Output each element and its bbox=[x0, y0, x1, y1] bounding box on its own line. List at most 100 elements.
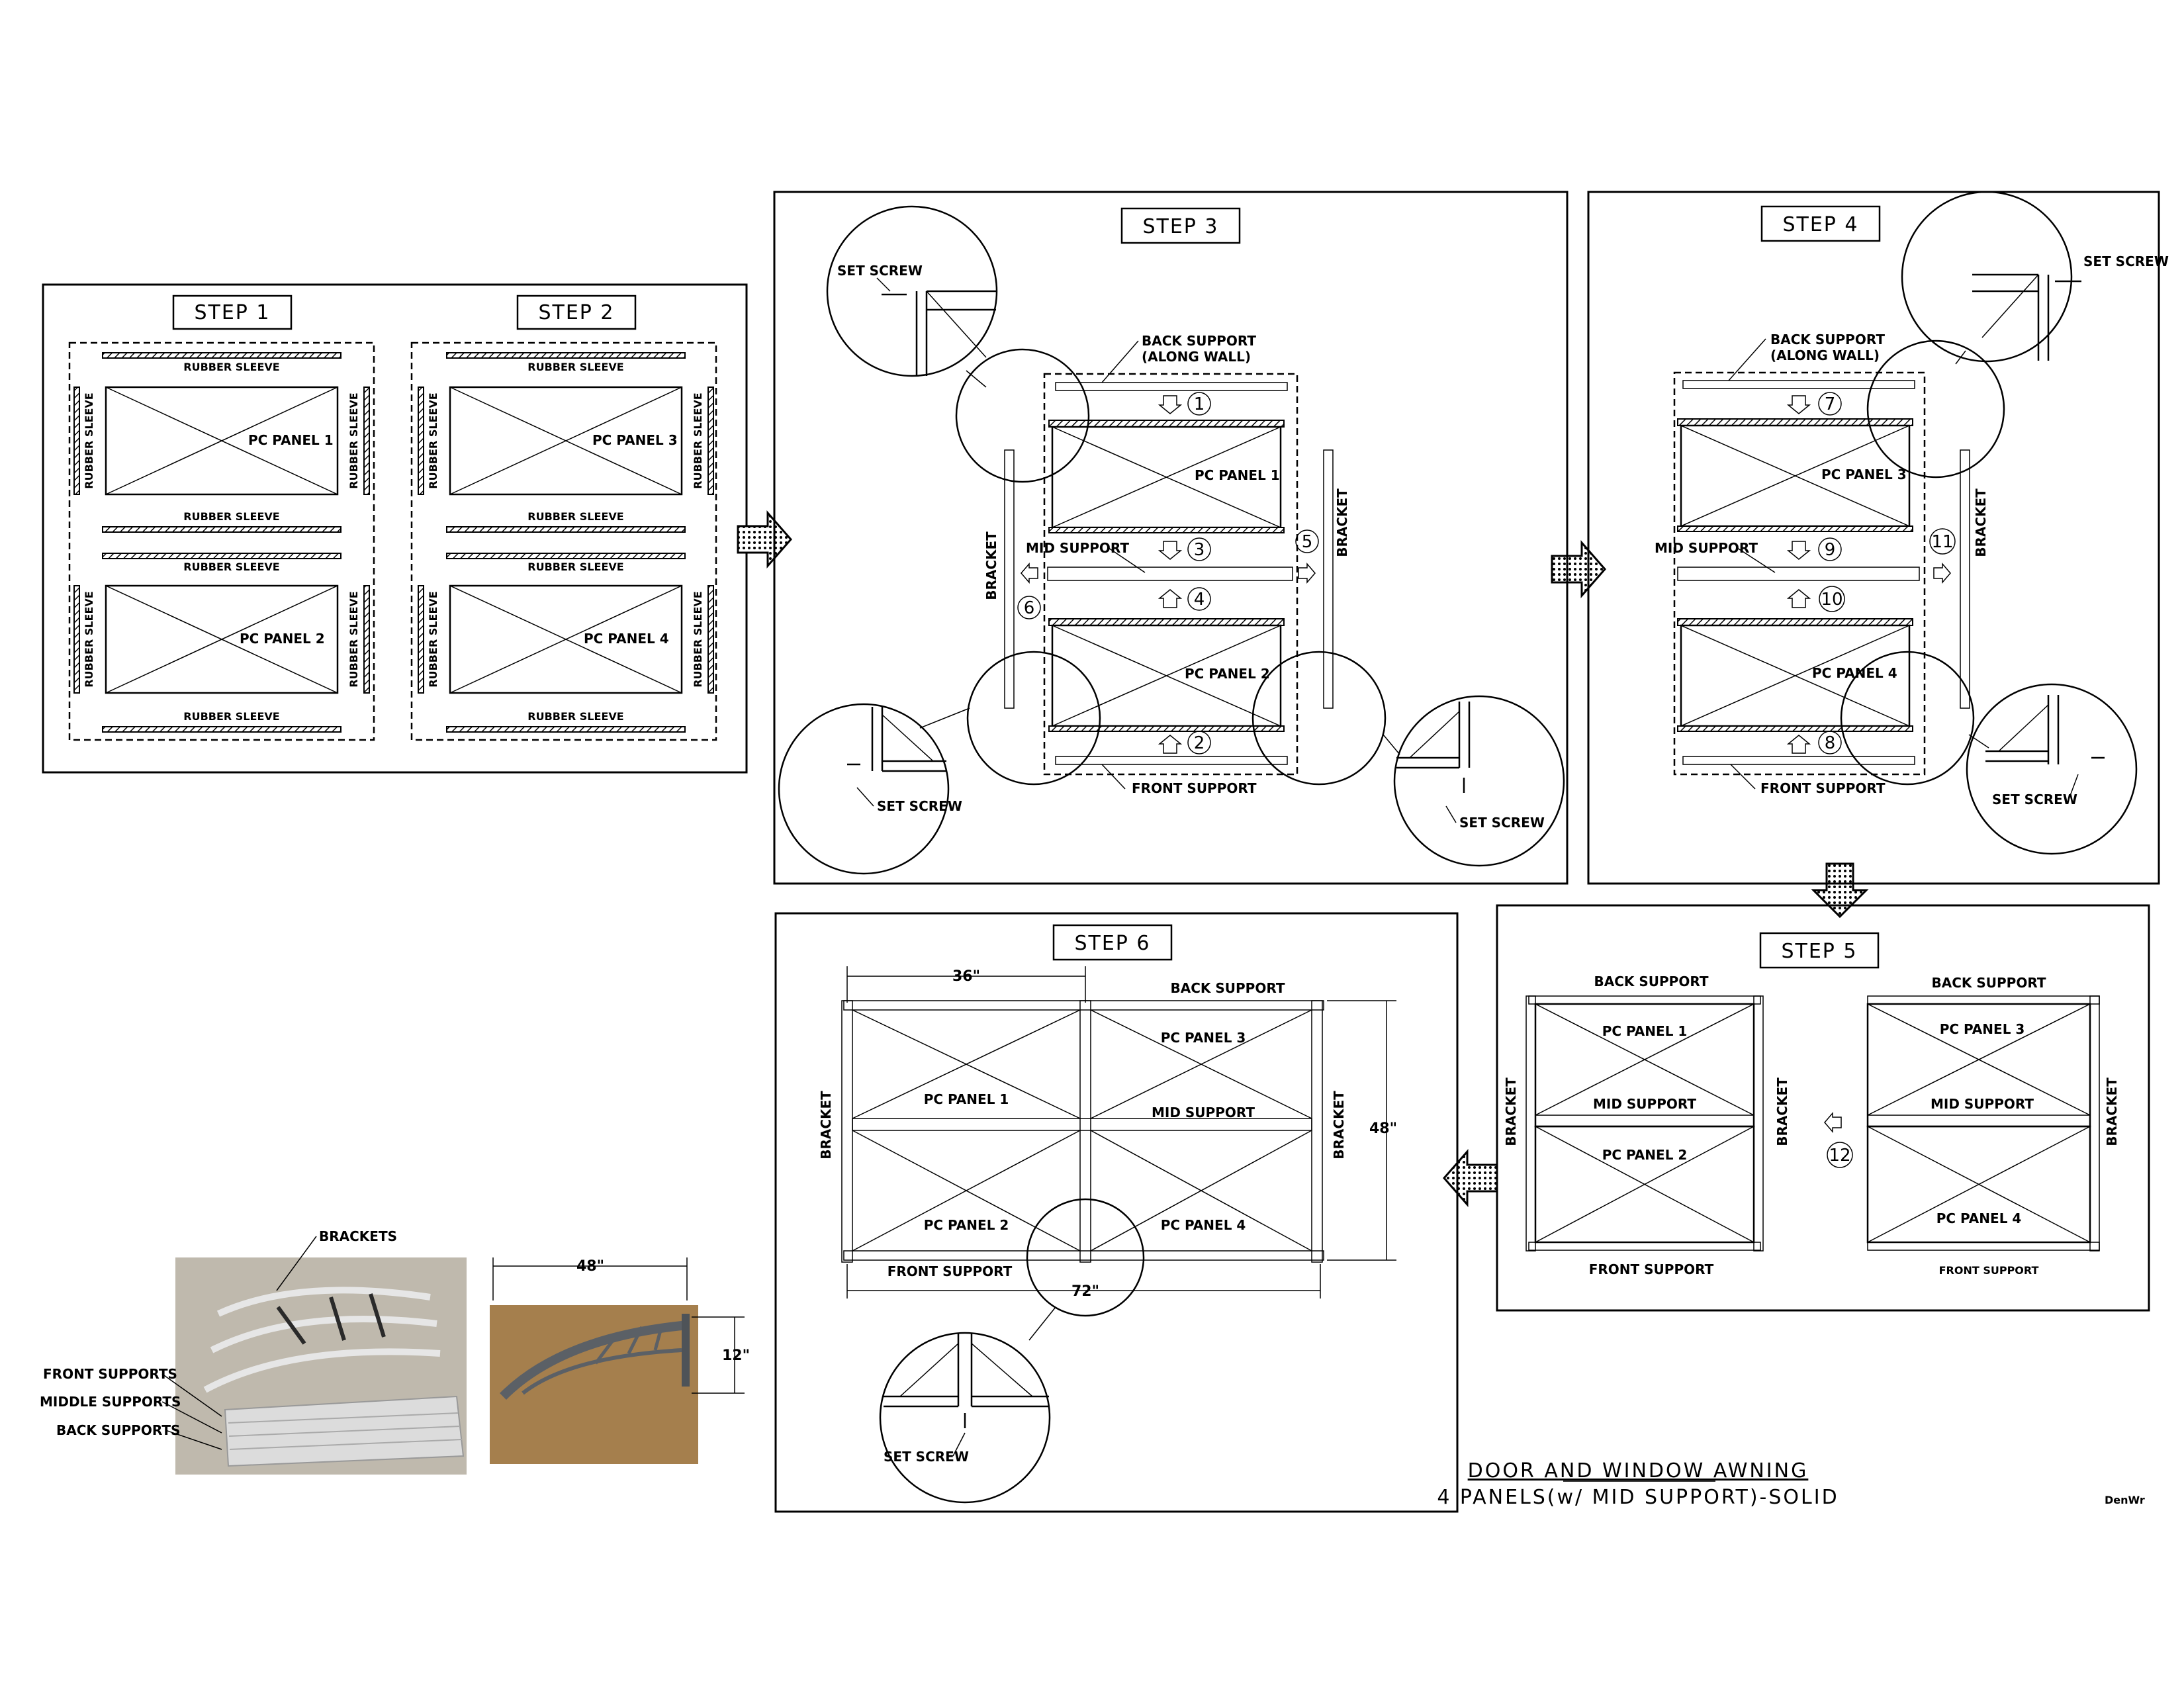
svg-text:1: 1 bbox=[1194, 394, 1205, 414]
step-3-label: STEP 3 bbox=[1142, 215, 1218, 238]
front-supports-label: FRONT SUPPORTS bbox=[43, 1366, 177, 1382]
svg-text:6: 6 bbox=[1024, 598, 1035, 618]
svg-text:SET SCREW: SET SCREW bbox=[2083, 253, 2169, 269]
svg-text:MID SUPPORT: MID SUPPORT bbox=[1152, 1105, 1255, 1120]
profile-photo bbox=[490, 1305, 698, 1464]
svg-text:RUBBER SLEEVE: RUBBER SLEEVE bbox=[83, 591, 95, 687]
svg-text:(ALONG WALL): (ALONG WALL) bbox=[1770, 347, 1880, 363]
step-1-box bbox=[172, 295, 293, 330]
svg-text:BRACKET: BRACKET bbox=[1774, 1077, 1790, 1146]
svg-text:MID SUPPORT: MID SUPPORT bbox=[1931, 1096, 2034, 1112]
svg-text:RUBBER SLEEVE: RUBBER SLEEVE bbox=[347, 392, 360, 488]
step-3-panel: STEP 3 BACK SUPPORT (ALONG WALL) PC PANE… bbox=[773, 191, 1569, 885]
svg-text:PC PANEL 1: PC PANEL 1 bbox=[1195, 467, 1280, 483]
drawing-title: DOOR AND WINDOW AWNING bbox=[1468, 1459, 1809, 1482]
svg-text:BACK SUPPORT: BACK SUPPORT bbox=[1171, 980, 1285, 996]
step-6-panel: STEP 6 36" BACK SUPPORT PC PANEL 1 PC PA… bbox=[774, 912, 1459, 1513]
svg-text:MID SUPPORT: MID SUPPORT bbox=[1026, 540, 1129, 556]
svg-text:MID SUPPORT: MID SUPPORT bbox=[1593, 1096, 1696, 1112]
signature: DenWr bbox=[2105, 1494, 2145, 1506]
svg-text:12: 12 bbox=[1829, 1146, 1850, 1165]
photo-width-dim: 48" bbox=[576, 1258, 604, 1275]
svg-text:PC PANEL 1: PC PANEL 1 bbox=[1602, 1023, 1688, 1039]
svg-text:BRACKET: BRACKET bbox=[2104, 1077, 2120, 1146]
svg-text:RUBBER SLEEVE: RUBBER SLEEVE bbox=[183, 710, 279, 723]
svg-text:BRACKET: BRACKET bbox=[1503, 1077, 1519, 1146]
svg-text:PC PANEL 3: PC PANEL 3 bbox=[1821, 467, 1907, 482]
step-4-panel: STEP 4 BACK SUPPORT (ALONG WALL) PC PANE… bbox=[1587, 191, 2169, 885]
svg-text:RUBBER SLEEVE: RUBBER SLEEVE bbox=[347, 591, 360, 687]
svg-text:(ALONG WALL): (ALONG WALL) bbox=[1142, 349, 1251, 365]
flow-arrow-right-icon bbox=[1551, 540, 1606, 598]
svg-text:BACK SUPPORT: BACK SUPPORT bbox=[1770, 332, 1885, 347]
svg-text:PC PANEL 3: PC PANEL 3 bbox=[592, 432, 678, 448]
svg-text:7: 7 bbox=[1825, 394, 1836, 414]
parts-photo bbox=[175, 1257, 467, 1475]
step2-pc-panel-3: RUBBER SLEEVE PC PANEL 3 RUBBER SLEEVE R… bbox=[418, 352, 714, 533]
svg-text:RUBBER SLEEVE: RUBBER SLEEVE bbox=[692, 591, 704, 687]
svg-text:PC PANEL 2: PC PANEL 2 bbox=[240, 631, 325, 647]
svg-text:FRONT SUPPORT: FRONT SUPPORT bbox=[1589, 1261, 1714, 1277]
step-2-label: STEP 2 bbox=[538, 301, 614, 324]
step-6-box bbox=[1052, 924, 1173, 961]
step-1-label: STEP 1 bbox=[194, 301, 270, 324]
svg-text:FRONT SUPPORT: FRONT SUPPORT bbox=[887, 1263, 1013, 1279]
svg-text:SET SCREW: SET SCREW bbox=[884, 1449, 969, 1465]
svg-text:PC PANEL 1: PC PANEL 1 bbox=[924, 1091, 1009, 1107]
svg-text:SET SCREW: SET SCREW bbox=[1459, 815, 1545, 831]
svg-text:PC PANEL 2: PC PANEL 2 bbox=[1185, 666, 1270, 682]
step1-pc-panel-2: RUBBER SLEEVE PC PANEL 2 RUBBER SLEEVE R… bbox=[73, 553, 370, 733]
drawing-subtitle: 4 PANELS(w/ MID SUPPORT)-SOLID bbox=[1437, 1486, 1839, 1509]
svg-text:SET SCREW: SET SCREW bbox=[837, 263, 923, 279]
svg-text:48": 48" bbox=[1369, 1120, 1397, 1137]
step-6-label: STEP 6 bbox=[1074, 932, 1150, 955]
step-4-label: STEP 4 bbox=[1782, 213, 1858, 236]
step-5-box bbox=[1759, 932, 1880, 969]
flow-arrow-down-icon bbox=[1811, 862, 1869, 919]
svg-text:PC PANEL 2: PC PANEL 2 bbox=[924, 1217, 1009, 1233]
svg-text:BRACKET: BRACKET bbox=[818, 1091, 834, 1160]
svg-text:72": 72" bbox=[1071, 1283, 1099, 1300]
svg-text:RUBBER SLEEVE: RUBBER SLEEVE bbox=[527, 361, 623, 373]
svg-text:SET SCREW: SET SCREW bbox=[877, 798, 962, 814]
svg-text:11: 11 bbox=[1931, 532, 1953, 552]
svg-text:FRONT SUPPORT: FRONT SUPPORT bbox=[1132, 780, 1257, 796]
svg-text:RUBBER SLEEVE: RUBBER SLEEVE bbox=[183, 561, 279, 573]
step2-pc-panel-4: RUBBER SLEEVE PC PANEL 4 RUBBER SLEEVE R… bbox=[418, 553, 714, 733]
svg-text:PC PANEL 2: PC PANEL 2 bbox=[1602, 1147, 1688, 1163]
brackets-label: BRACKETS bbox=[319, 1228, 397, 1244]
svg-text:BRACKET: BRACKET bbox=[983, 531, 999, 600]
svg-text:36": 36" bbox=[952, 968, 980, 985]
svg-text:10: 10 bbox=[1821, 590, 1843, 610]
svg-text:RUBBER SLEEVE: RUBBER SLEEVE bbox=[183, 361, 279, 373]
svg-text:FRONT SUPPORT: FRONT SUPPORT bbox=[1939, 1264, 2039, 1277]
step-5-panel: STEP 5 BACK SUPPORT PC PANEL 1 MID SUPPO… bbox=[1496, 904, 2150, 1312]
svg-text:4: 4 bbox=[1194, 590, 1205, 610]
svg-text:8: 8 bbox=[1825, 733, 1836, 753]
svg-text:BACK SUPPORT: BACK SUPPORT bbox=[1594, 974, 1709, 989]
svg-text:PC PANEL 4: PC PANEL 4 bbox=[584, 631, 669, 647]
step-5-label: STEP 5 bbox=[1781, 940, 1857, 963]
svg-text:PC PANEL 3: PC PANEL 3 bbox=[1161, 1030, 1246, 1046]
svg-text:PC PANEL 1: PC PANEL 1 bbox=[248, 432, 334, 448]
step-4-box bbox=[1760, 205, 1881, 242]
svg-text:BRACKET: BRACKET bbox=[1973, 488, 1989, 557]
svg-text:RUBBER SLEEVE: RUBBER SLEEVE bbox=[427, 392, 439, 488]
step-1-2-panel: STEP 1 STEP 2 RUBBER SLEEVE PC PANEL 1 R… bbox=[42, 283, 748, 774]
middle-supports-label: MIDDLE SUPPORTS bbox=[40, 1394, 181, 1410]
svg-text:RUBBER SLEEVE: RUBBER SLEEVE bbox=[183, 510, 279, 523]
flow-arrow-right-icon bbox=[737, 510, 792, 569]
flow-arrow-left-icon bbox=[1443, 1149, 1498, 1207]
svg-text:PC PANEL 4: PC PANEL 4 bbox=[1161, 1217, 1246, 1233]
svg-text:3: 3 bbox=[1194, 540, 1205, 560]
back-supports-label: BACK SUPPORTS bbox=[56, 1422, 180, 1438]
svg-text:5: 5 bbox=[1302, 532, 1313, 552]
svg-text:BRACKET: BRACKET bbox=[1331, 1091, 1347, 1160]
svg-text:BACK SUPPORT: BACK SUPPORT bbox=[1142, 333, 1256, 349]
svg-text:PC PANEL 3: PC PANEL 3 bbox=[1940, 1021, 2025, 1037]
svg-text:RUBBER SLEEVE: RUBBER SLEEVE bbox=[692, 392, 704, 488]
step1-pc-panel-1: RUBBER SLEEVE PC PANEL 1 RUBBER SLEEVE R… bbox=[73, 352, 370, 533]
photo-height-dim: 12" bbox=[722, 1347, 750, 1364]
svg-text:RUBBER SLEEVE: RUBBER SLEEVE bbox=[527, 510, 623, 523]
